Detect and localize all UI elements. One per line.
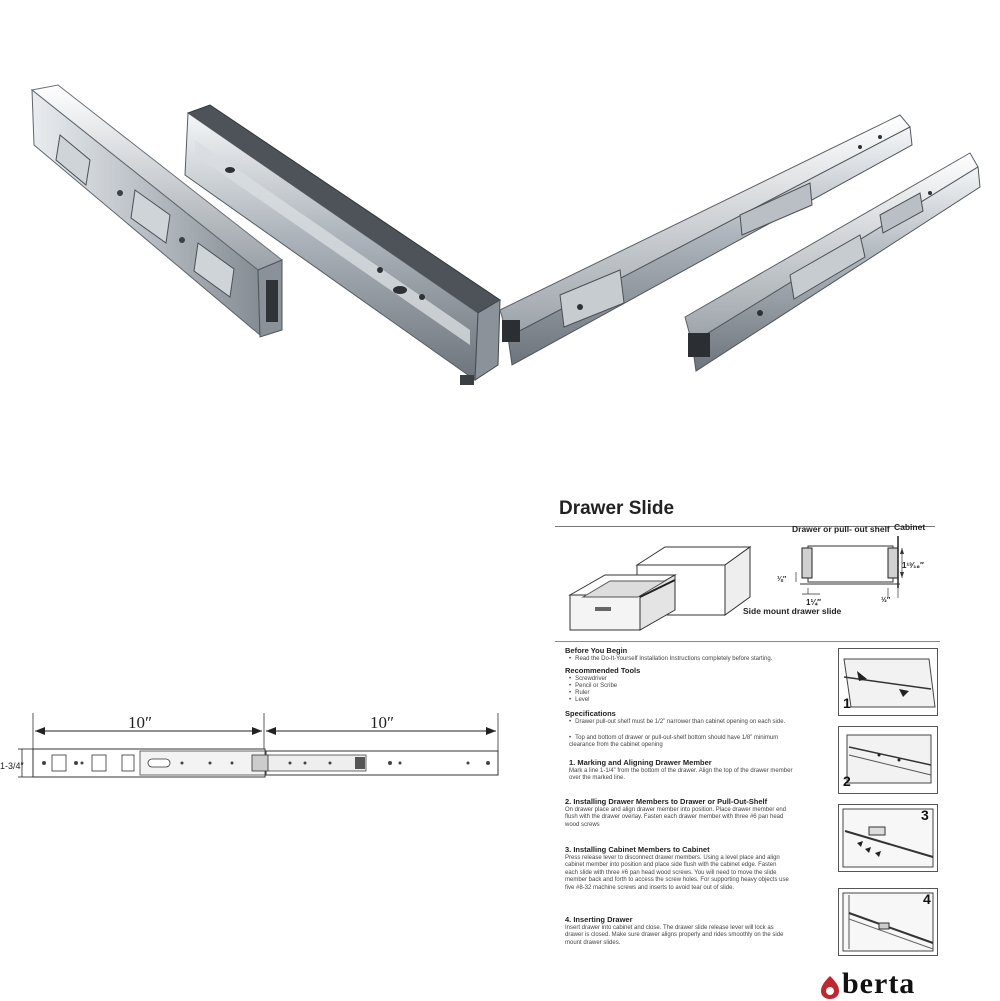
heading-step3: 3. Installing Cabinet Members to Cabinet	[565, 845, 710, 854]
cross-section-diagram	[795, 536, 904, 598]
tool-item: Ruler	[569, 690, 589, 697]
step-figure-4: 4	[838, 888, 938, 956]
tool-item: Level	[569, 697, 589, 704]
sheet-title: Drawer Slide	[559, 498, 675, 519]
step3-drawing	[842, 808, 934, 868]
step-figure-1: 1	[838, 648, 938, 716]
dim-side-gap: ½″	[881, 597, 891, 604]
before-item: Read the Do-It-Yourself Installation Ins…	[569, 656, 829, 663]
label-cabinet: Cabinet	[894, 522, 926, 532]
heading-specs: Specifications	[565, 709, 616, 718]
step1-drawing	[843, 658, 936, 708]
instruction-sheet: Drawer Slide Drawer or pull- out shelf C…	[555, 490, 1000, 1000]
step-number: 1	[843, 695, 851, 711]
heading-step4: 4. Inserting Drawer	[565, 915, 633, 924]
step4-drawing	[842, 892, 934, 952]
step3-text: Press release lever to disconnect drawer…	[565, 855, 789, 891]
label-side-mount: Side mount drawer slide	[743, 606, 842, 616]
dimension-lines	[18, 713, 499, 778]
step-number: 2	[843, 773, 851, 789]
step-figure-2: 2	[838, 726, 938, 794]
step1-text: Mark a line 1-1/4” from the bottom of th…	[569, 768, 793, 782]
slide-closed-center	[184, 104, 501, 385]
heading-before: Before You Begin	[565, 646, 628, 655]
step-figure-3: 3	[838, 804, 938, 872]
length-label-left: 10″	[128, 713, 153, 732]
step2-text: On drawer place and align drawer member …	[565, 807, 787, 828]
tool-item: Screwdriver	[569, 676, 607, 683]
step4-text: Insert drawer into cabinet and close. Th…	[565, 925, 784, 946]
spec-item: Drawer pull-out shelf must be 1/2” narro…	[569, 719, 789, 726]
heading-tools: Recommended Tools	[565, 666, 641, 675]
drawer-slide-photo	[30, 84, 981, 385]
step2-drawing	[846, 734, 932, 784]
tool-item: Pencil or Scribe	[569, 683, 617, 690]
section-divider	[555, 641, 940, 642]
step-number: 3	[921, 807, 929, 823]
heading-step1: 1. Marking and Aligning Drawer Member	[569, 758, 712, 767]
drawer-illustration	[568, 546, 752, 631]
berta-logo-icon	[821, 976, 839, 999]
title-divider	[555, 526, 935, 527]
slide-extended-lower	[684, 152, 981, 372]
spec-item: Top and bottom of drawer or pull-out-she…	[569, 735, 794, 750]
dim-clearance: ⅛″	[777, 576, 787, 583]
slide-closed-left	[30, 84, 283, 338]
height-label: 1-3/4″	[0, 761, 24, 771]
dim-slide-height: 1¹³⁄₁₆″	[902, 561, 924, 570]
step-number: 4	[923, 891, 931, 907]
label-drawer-shelf: Drawer or pull- out shelf	[792, 524, 890, 534]
heading-step2: 2. Installing Drawer Members to Drawer o…	[565, 797, 768, 806]
dimension-drawing: 10″ 10″ 1-3/4″	[0, 705, 505, 800]
dim-mark-line: 1¼″	[806, 598, 821, 607]
brand-logo: berta	[842, 967, 916, 1000]
slide-extended-upper	[499, 114, 913, 366]
length-label-right: 10″	[370, 713, 395, 732]
